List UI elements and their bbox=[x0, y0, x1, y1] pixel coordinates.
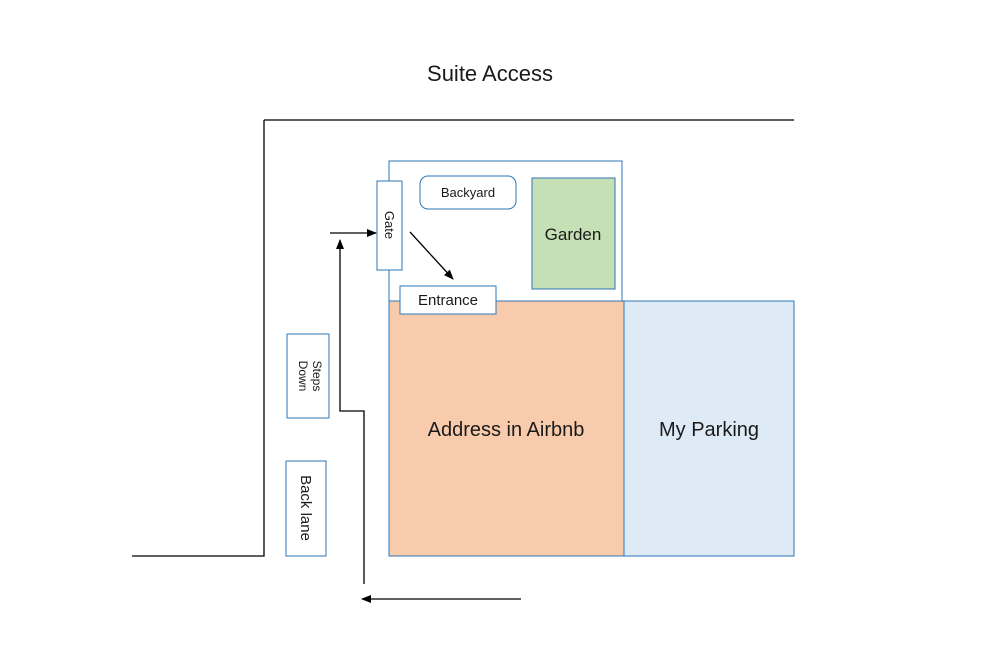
address-label: Address in Airbnb bbox=[428, 419, 585, 441]
boundary-line bbox=[132, 120, 265, 557]
steps-down-box bbox=[286, 333, 330, 419]
address-area bbox=[388, 300, 625, 557]
entrance-label: Entrance bbox=[418, 292, 478, 309]
steps-down-line-1: Steps bbox=[310, 361, 324, 392]
parking-area bbox=[623, 300, 795, 557]
steps-down-line-2: Down bbox=[296, 361, 310, 392]
path-arrow-up-to-steps bbox=[336, 239, 365, 584]
gate-label: Gate bbox=[382, 211, 397, 239]
parking-label: My Parking bbox=[659, 419, 759, 441]
garden-area bbox=[531, 177, 616, 290]
back-lane-label: Back lane bbox=[297, 475, 314, 541]
diagram-title: Suite Access bbox=[427, 61, 553, 86]
path-arrow-to-entrance bbox=[409, 231, 454, 280]
entrance-box bbox=[399, 285, 497, 315]
garden-label: Garden bbox=[545, 225, 602, 244]
backyard-label-box bbox=[419, 175, 517, 210]
backyard-label: Backyard bbox=[441, 185, 495, 200]
gate-box bbox=[376, 180, 403, 271]
back-lane-box bbox=[285, 460, 327, 557]
steps-down-label: Steps Down bbox=[296, 361, 324, 392]
